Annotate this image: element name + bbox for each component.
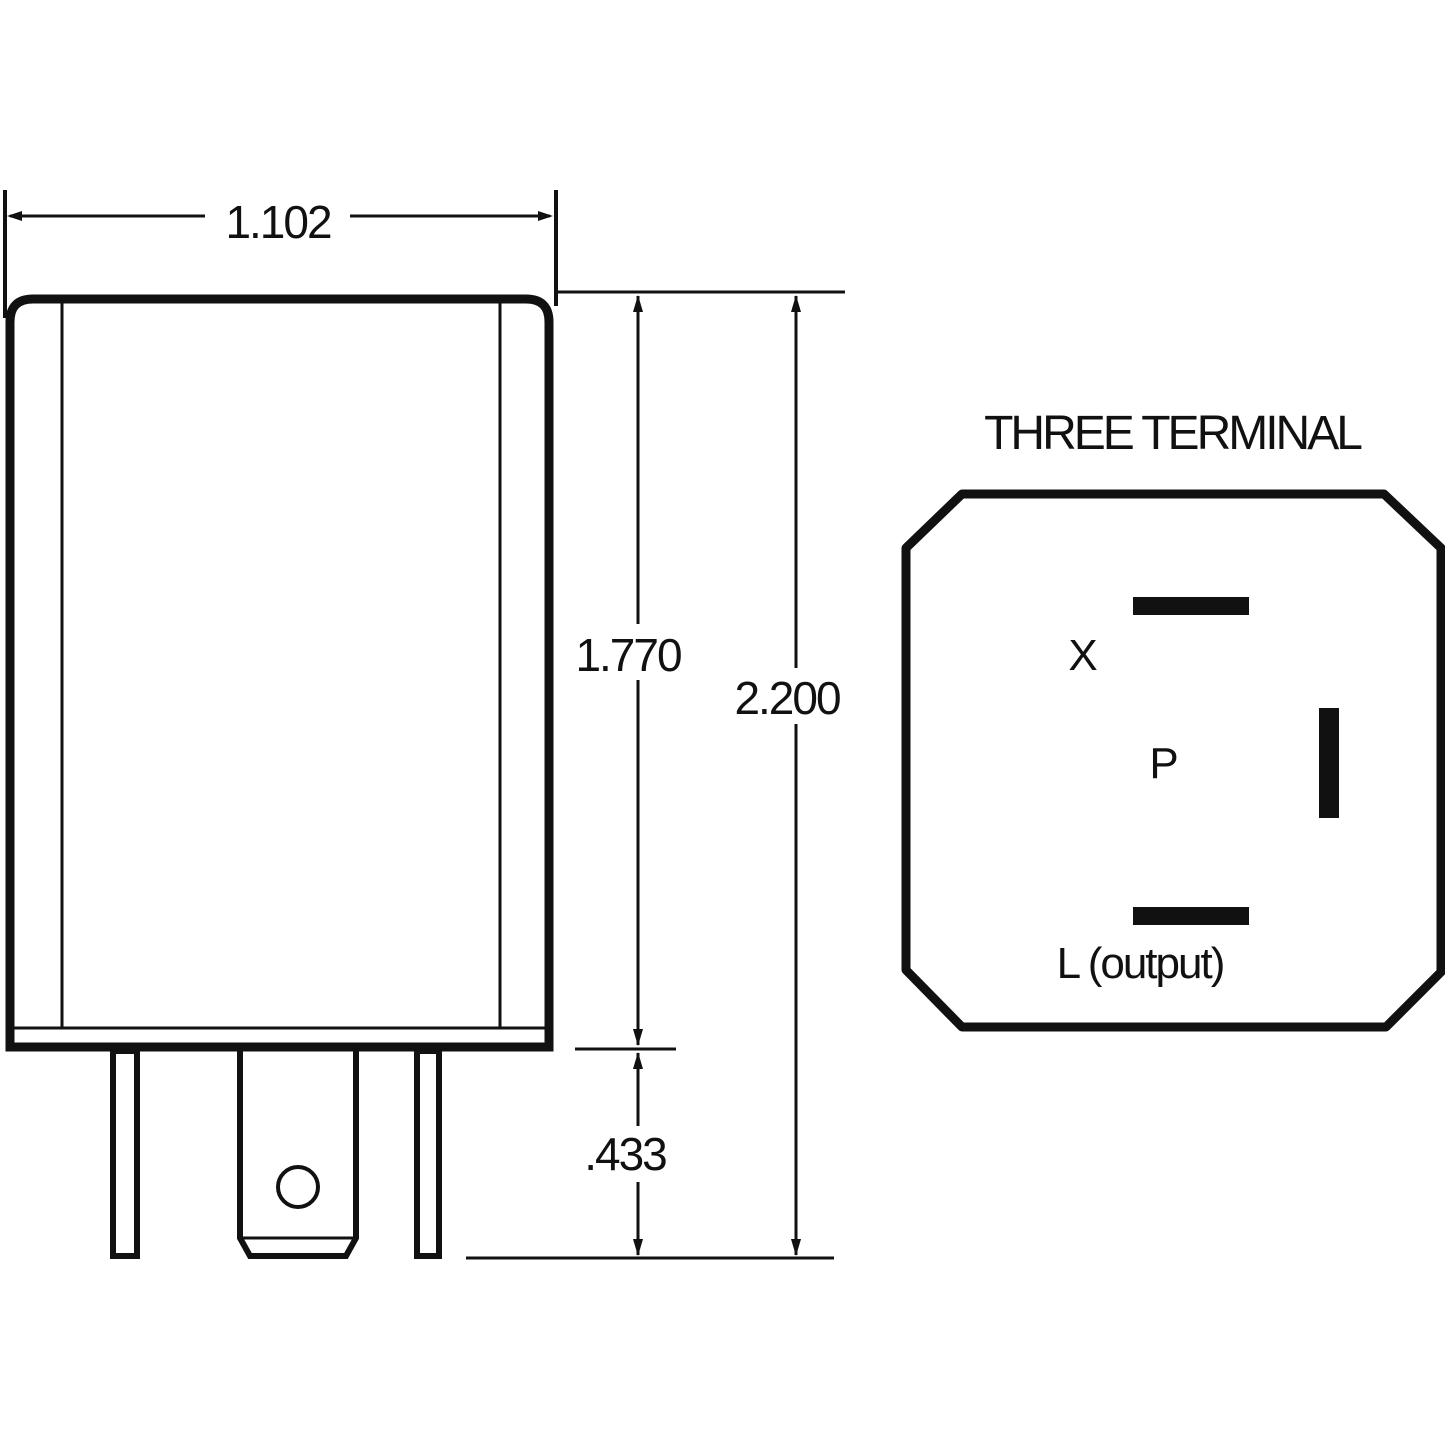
width-arrow-left xyxy=(7,211,22,221)
overall-height-label-gap xyxy=(724,668,852,724)
overall-height-arrow-top xyxy=(791,295,801,312)
flasher-side-view xyxy=(5,294,554,1259)
connector-end-view xyxy=(901,489,1445,1032)
terminal-x-label: X xyxy=(1068,631,1097,680)
width-dimension xyxy=(3,190,558,318)
terminal-l-blade xyxy=(1133,907,1249,925)
width-dimension-label: 1.102 xyxy=(225,196,331,248)
terminal-length-label-gap xyxy=(574,1126,678,1182)
overall-height-arrow-bottom xyxy=(791,1239,801,1256)
connector-title: THREE TERMINAL xyxy=(984,407,1362,460)
body-height-label: 1.770 xyxy=(575,629,681,681)
terminal-p-label: P xyxy=(1149,739,1177,788)
terminal-x-blade xyxy=(1133,597,1249,615)
terminal-length-arrow-bottom xyxy=(633,1239,643,1256)
body-height-label-gap xyxy=(566,624,692,680)
width-arrow-right xyxy=(538,211,553,221)
terminal-length-arrow-top xyxy=(633,1052,643,1069)
terminal-l-label: L (output) xyxy=(1057,939,1224,988)
height-dimensions xyxy=(466,290,845,1260)
terminal-length-label: .433 xyxy=(584,1128,666,1180)
right-terminal-pin xyxy=(414,1048,442,1259)
body-height-arrow-top xyxy=(633,295,643,312)
overall-height-label: 2.200 xyxy=(734,672,840,724)
center-blade-hole xyxy=(276,1165,320,1209)
terminal-p-blade xyxy=(1319,708,1339,818)
body-height-arrow-bottom xyxy=(633,1029,643,1046)
center-terminal-blade xyxy=(237,1051,359,1259)
left-terminal-pin xyxy=(110,1048,140,1259)
connector-outline xyxy=(901,489,1445,1032)
housing-outline xyxy=(5,294,554,1052)
